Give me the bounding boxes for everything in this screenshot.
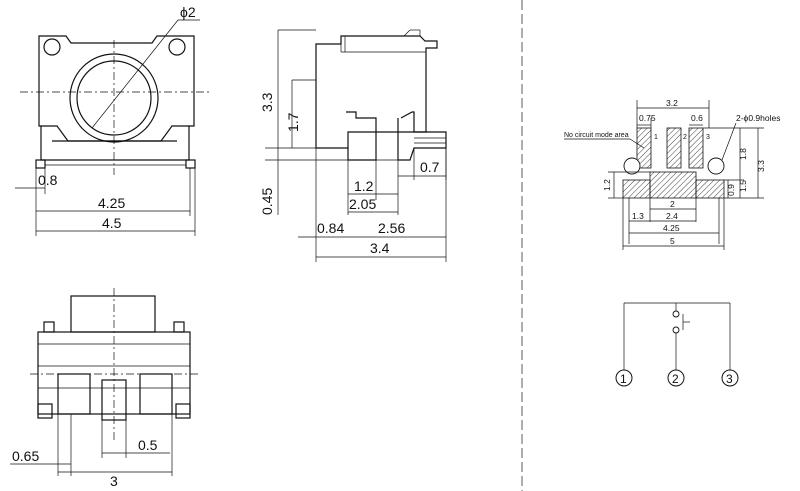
dim-4-25: 4.25 [98,195,125,211]
dim-pcb-1-3: 1.3 [632,211,644,221]
dim-0-8: 0.8 [38,172,58,188]
no-circuit-label: No circuit mode area [564,132,629,139]
front-view: ϕ2 0.8 4.25 4.5 [15,4,210,236]
dim-0-5: 0.5 [138,437,158,453]
holes-label: 2-ϕ0.9holes [736,113,780,123]
terminal-1: 1 [620,372,627,386]
dim-pcb-1-2: 1.2 [602,179,612,191]
dim-1-2: 1.2 [354,178,374,194]
dim-pcb-3-2: 3.2 [666,98,678,108]
dim-1-7: 1.7 [285,112,301,132]
terminal-3: 3 [726,372,733,386]
pcb-pin-1: 1 [654,134,658,141]
dim-0-45: 0.45 [259,188,275,215]
dim-pcb-0-9: 0.9 [726,184,736,196]
dim-pcb-1-5: 1.5 [738,180,748,192]
terminal-2: 2 [672,372,679,386]
dim-pcb-2-4: 2.4 [666,211,678,221]
dim-2-56: 2.56 [378,220,405,236]
switch-schematic: 1 2 3 [615,302,739,387]
dim-pcb-0-75: 0.75 [639,113,656,123]
bottom-view: 0.65 0.5 3 [10,288,198,489]
dim-3: 3 [110,473,118,489]
dim-pcb-0-6: 0.6 [691,113,703,123]
pcb-pin-3: 3 [706,134,710,141]
dim-3-4: 3.4 [370,240,390,256]
dim-pcb-4-25: 4.25 [663,223,680,233]
dim-0-84: 0.84 [317,220,344,236]
pcb-pin-2: 2 [683,134,687,141]
dim-4-5: 4.5 [102,215,122,231]
pcb-layout: 1 2 3 No circuit mode area 2-ϕ0.9holes 3… [564,98,780,250]
dim-pcb-1-8: 1.8 [738,148,748,160]
dim-pcb-5: 5 [670,236,675,246]
dim-pcb-3-3: 3.3 [756,160,766,172]
dim-0-7: 0.7 [420,159,440,175]
dim-2-05: 2.05 [349,196,376,212]
dim-pcb-2: 2 [670,199,675,209]
dim-3-3: 3.3 [259,92,275,112]
diameter-label: ϕ2 [180,4,196,20]
side-view: 3.3 1.7 0.45 0.7 1.2 2.05 0.84 2.56 3.4 [259,29,447,262]
dim-0-65: 0.65 [12,448,39,464]
